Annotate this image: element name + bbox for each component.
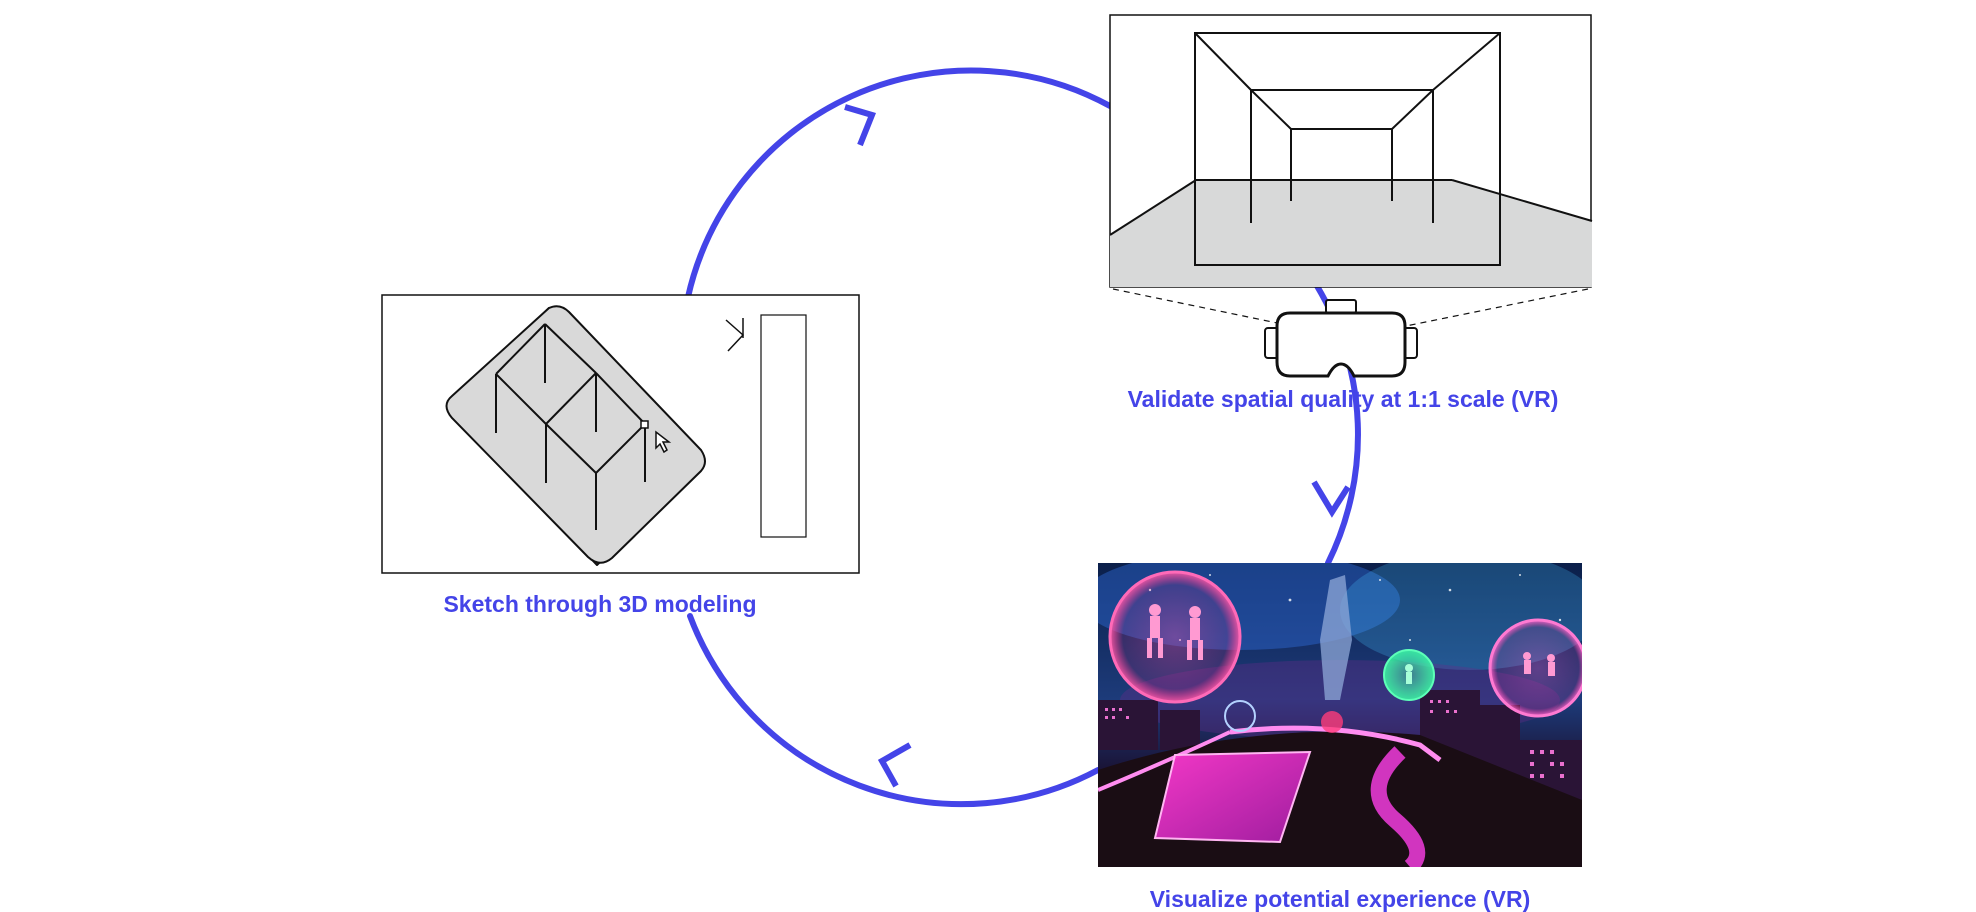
cursor-arrow-icon [655,430,672,454]
selection-handle [640,420,649,429]
cycle-arc-bottom [687,613,1101,808]
toolbar-panel [760,314,807,538]
vr-corridor-panel [1109,14,1593,378]
modeling-sketch-panel [381,294,860,574]
caption-validate: Validate spatial quality at 1:1 scale (V… [1128,386,1559,412]
vr-experience-render [1098,563,1582,867]
vr-headset-icon [1264,299,1418,378]
caption-sketch: Sketch through 3D modeling [443,591,756,617]
cycle-arc-top [685,67,1113,300]
corridor-floor [1110,180,1592,287]
arrowhead-right-icon [1311,480,1351,518]
caption-visualize: Visualize potential experience (VR) [1150,886,1530,912]
arrowhead-bottom-icon [877,742,912,788]
arrowhead-top-icon [844,104,877,147]
model-frame [495,323,646,530]
